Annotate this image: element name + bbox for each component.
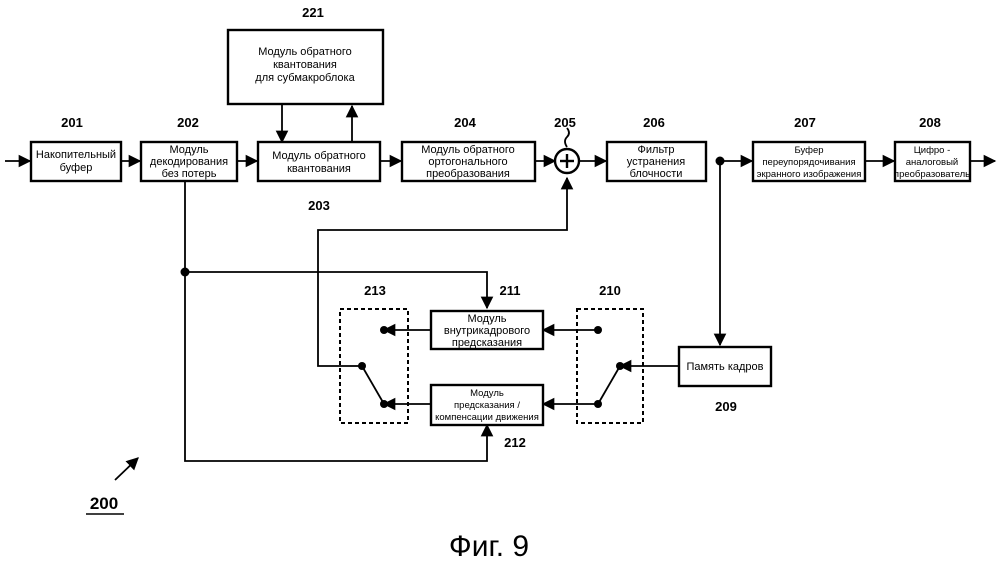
block-206-number: 206 [643, 115, 665, 130]
block-201-line-2: буфер [60, 162, 93, 174]
block-206-line-1: Фильтр [638, 144, 675, 156]
block-208-line-2: аналоговый [906, 157, 958, 168]
block-207-number: 207 [794, 115, 816, 130]
block-203: Модуль обратного квантования 203 [258, 142, 380, 213]
figure-caption: Фиг. 9 [449, 530, 529, 563]
block-209: Память кадров 209 [679, 347, 771, 414]
block-208-line-3: преобразователь [894, 169, 970, 180]
adder-205: 205 [554, 115, 579, 173]
block-206-line-2: устранения [627, 156, 686, 168]
block-204-line-2: ортогонального [428, 156, 507, 168]
block-212-line-2: предсказания / [454, 400, 520, 411]
block-202-number: 202 [177, 115, 199, 130]
reference-200: 200 [86, 458, 138, 514]
block-221-line-2: квантования [273, 59, 337, 71]
block-201-line-1: Накопительный [36, 149, 116, 161]
block-211-line-3: предсказания [452, 337, 522, 349]
switch-210-number: 210 [599, 283, 621, 298]
switch-213-number: 213 [364, 283, 386, 298]
block-207-line-2: переупорядочивания [762, 157, 855, 168]
block-221-number: 221 [302, 5, 324, 20]
block-207-line-1: Буфер [794, 145, 823, 156]
adder-205-number: 205 [554, 115, 576, 130]
block-212-line-3: компенсации движения [435, 412, 539, 423]
block-201-number: 201 [61, 115, 83, 130]
block-204-number: 204 [454, 115, 476, 130]
block-206: Фильтр устранения блочности 206 [607, 115, 706, 181]
block-203-line-1: Модуль обратного [272, 150, 366, 162]
block-221-line-3: для субмакроблока [255, 72, 355, 84]
block-208-number: 208 [919, 115, 941, 130]
block-204: Модуль обратного ортогонального преобраз… [402, 115, 535, 181]
block-202-line-1: Модуль [170, 144, 209, 156]
block-211-number: 211 [500, 283, 521, 298]
block-221-line-1: Модуль обратного [258, 46, 352, 58]
switch-210: 210 [577, 283, 643, 423]
block-201: Накопительный буфер 201 [31, 115, 121, 181]
block-203-number: 203 [308, 198, 330, 213]
block-211-line-2: внутрикадрового [444, 325, 530, 337]
reference-200-number: 200 [90, 494, 118, 513]
block-208: Цифро - аналоговый преобразователь 208 [894, 115, 970, 181]
block-212-line-1: Модуль [470, 388, 504, 399]
block-204-line-1: Модуль обратного [421, 144, 515, 156]
block-209-number: 209 [715, 399, 737, 414]
block-207-line-3: экранного изображения [757, 169, 862, 180]
switch-213: 213 [340, 283, 408, 423]
block-207: Буфер переупорядочивания экранного изобр… [753, 115, 865, 181]
block-221: Модуль обратного квантования для субмакр… [228, 5, 383, 104]
block-202-line-2: декодирования [150, 156, 228, 168]
block-206-line-3: блочности [630, 168, 683, 180]
block-202: Модуль декодирования без потерь 202 [141, 115, 237, 181]
block-204-line-3: преобразования [426, 168, 510, 180]
block-208-line-1: Цифро - [914, 145, 951, 156]
block-202-line-3: без потерь [162, 168, 217, 180]
block-209-line-1: Память кадров [686, 361, 763, 373]
block-203-line-2: квантования [287, 163, 351, 175]
block-212-number: 212 [504, 435, 526, 450]
block-211-line-1: Модуль [468, 313, 507, 325]
